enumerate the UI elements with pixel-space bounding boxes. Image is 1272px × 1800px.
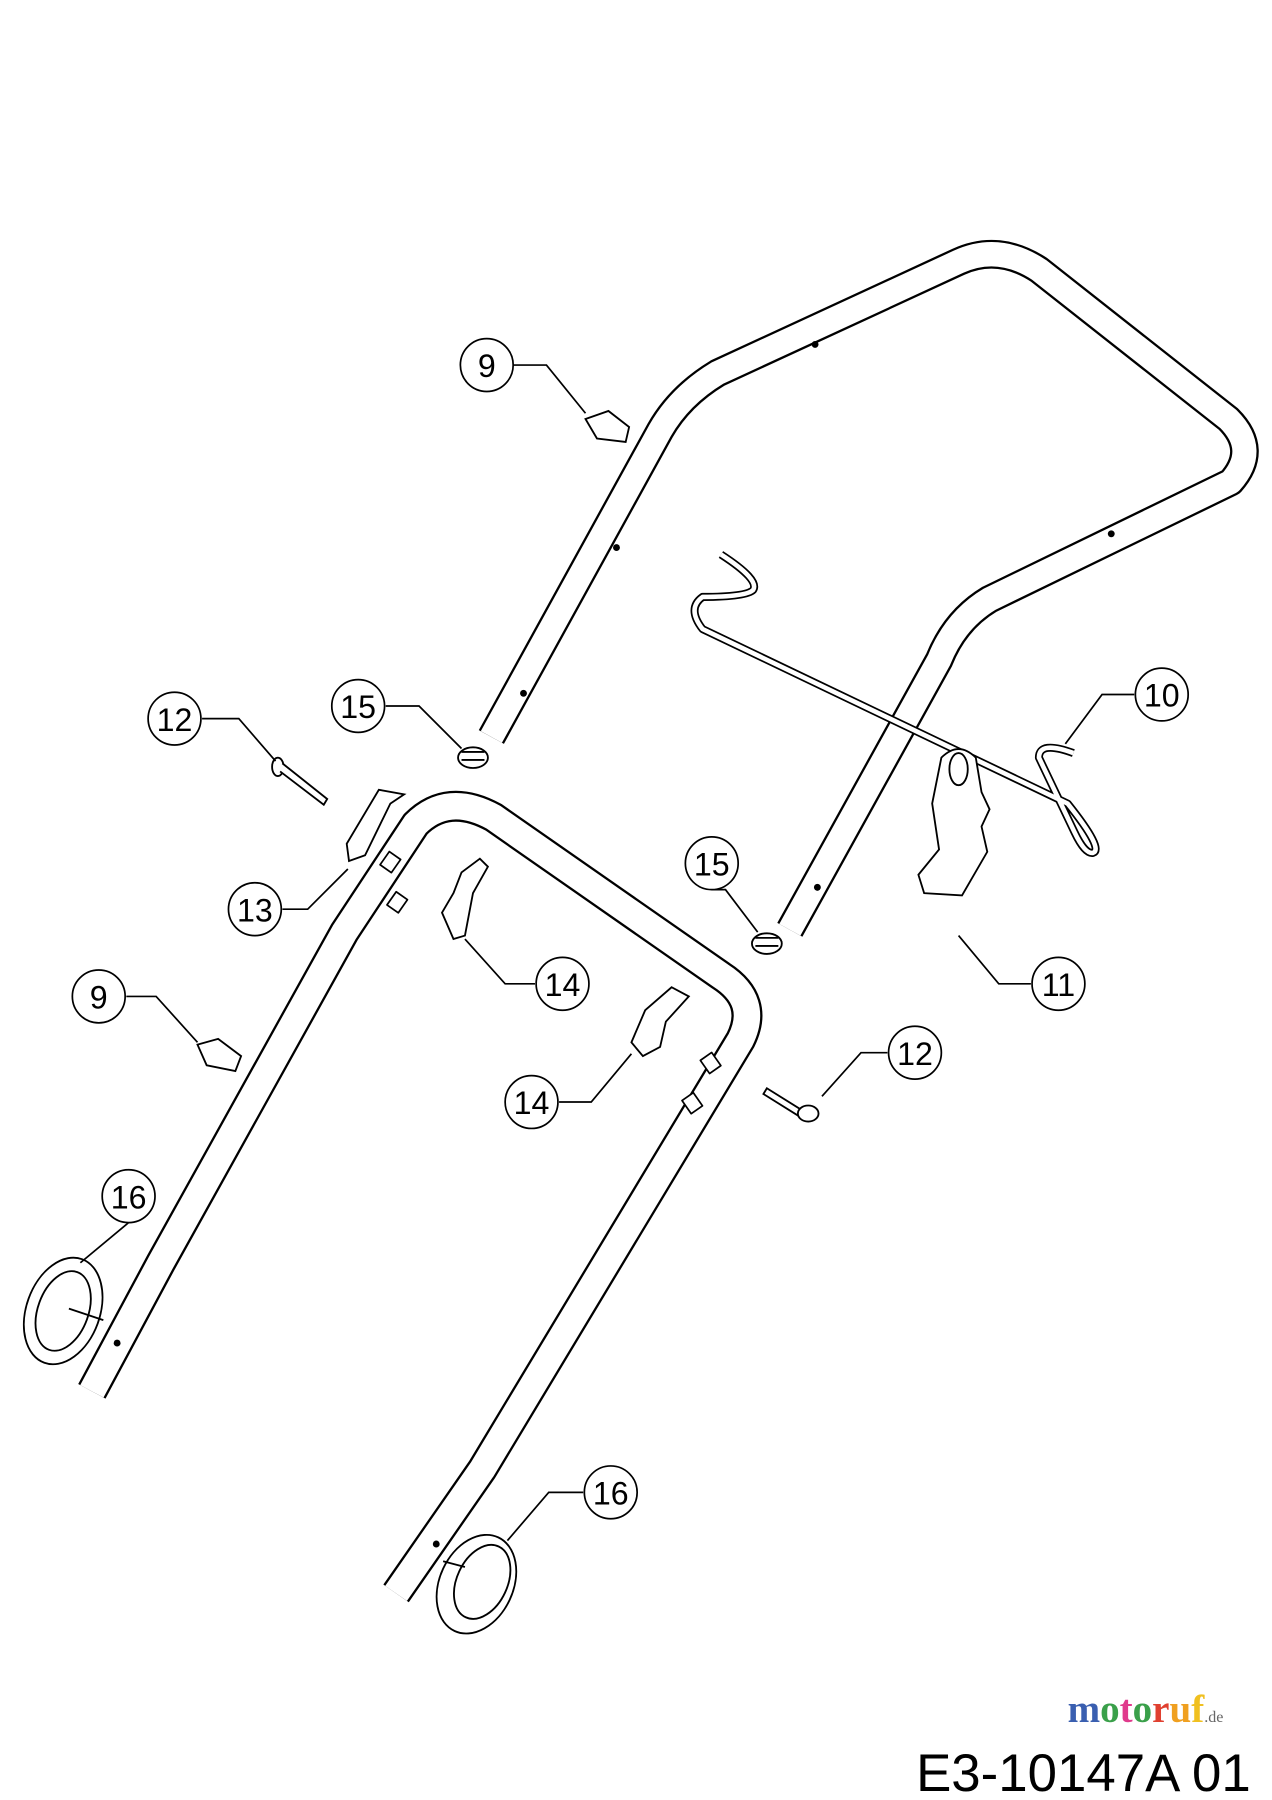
callout-label: 16 [593, 1475, 629, 1511]
callout-label: 14 [545, 967, 581, 1003]
drawing-code: E3-10147A 01 [916, 1744, 1251, 1800]
callout-label: 9 [478, 348, 496, 384]
part-12-bolt-lower [762, 1086, 820, 1123]
bail-wire [690, 551, 1100, 857]
callout-label: 16 [111, 1179, 147, 1215]
callout-10: 10 [1134, 667, 1190, 722]
parts [22, 409, 991, 1635]
callout-label: 15 [340, 689, 376, 725]
callout-11: 11 [1031, 956, 1086, 1012]
callout-14-upper: 14 [535, 956, 590, 1012]
part-15-plug-lower [751, 932, 783, 955]
callout-14-lower: 14 [504, 1074, 559, 1130]
callout-label: 15 [694, 846, 730, 882]
part-9-clip-lower [196, 1037, 243, 1073]
part-16-wheel-cap-right [435, 1533, 518, 1635]
callout-9-lower: 9 [71, 969, 127, 1024]
callout-label: 14 [514, 1085, 550, 1121]
callout-label: 10 [1144, 678, 1180, 714]
callout-16-right: 16 [583, 1465, 639, 1520]
part-11-cable-guide [917, 748, 991, 897]
part-14-knob-upper [440, 857, 490, 941]
callout-label: 9 [90, 980, 108, 1016]
callout-label: 12 [897, 1036, 933, 1072]
lower-handle [78, 790, 763, 1603]
part-16-wheel-cap-left [22, 1256, 104, 1366]
callout-13: 13 [227, 881, 283, 937]
part-12-bolt-upper [271, 756, 329, 807]
leader-lines [79, 364, 1135, 1542]
callout-15-lower: 15 [684, 836, 740, 891]
part-15-plug-upper [457, 746, 489, 769]
part-13-bracket [345, 788, 407, 863]
callout-label: 11 [1042, 967, 1075, 1003]
upper-handle [478, 239, 1259, 937]
part-9-clip-upper [584, 409, 631, 443]
callout-15-upper: 15 [330, 678, 386, 734]
part-14-knob-lower [630, 986, 691, 1058]
callout-12-lower: 12 [887, 1025, 943, 1080]
callout-9-upper: 9 [459, 337, 515, 393]
callout-12-upper: 12 [147, 691, 202, 746]
callout-label: 12 [157, 702, 193, 738]
watermark-logo: motoruf.de [1068, 1688, 1224, 1731]
callout-label: 13 [237, 892, 273, 928]
callout-16-left: 16 [101, 1168, 156, 1224]
